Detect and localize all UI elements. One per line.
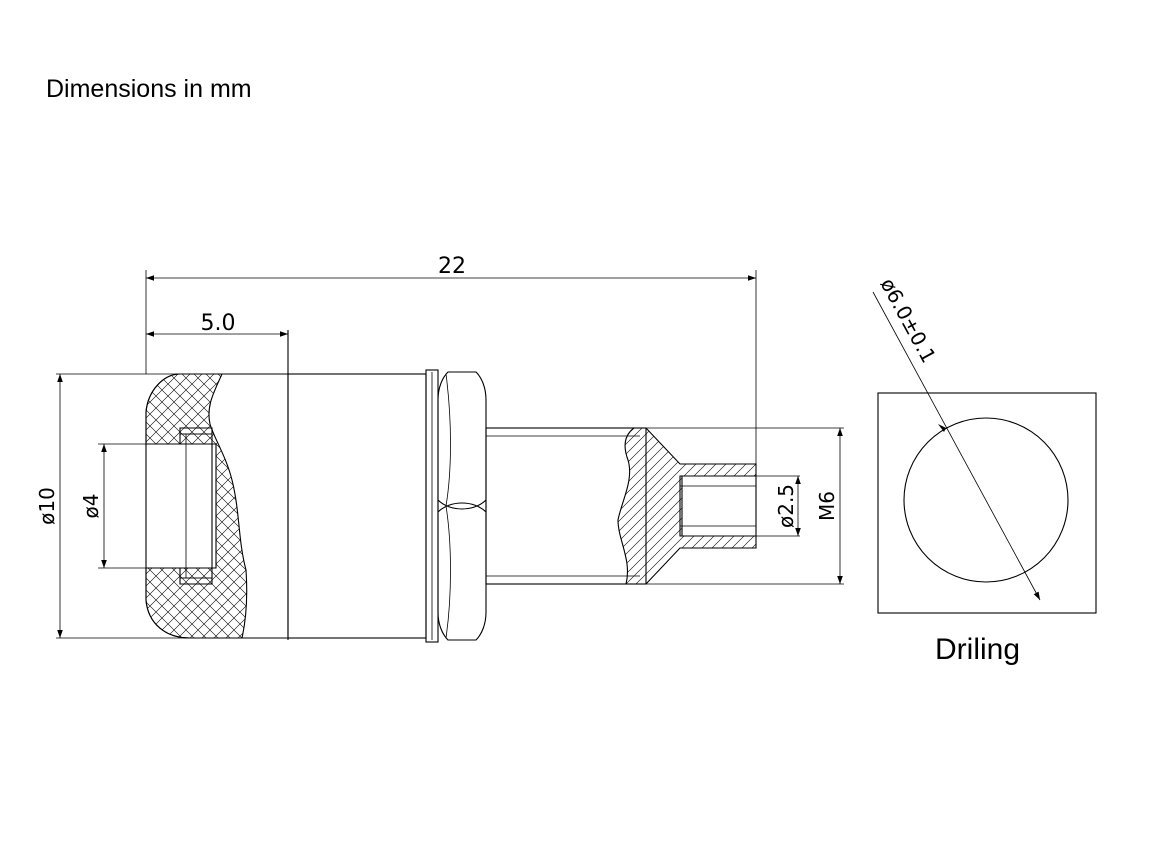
drilling-leader (872, 291, 1041, 601)
dim-outer-diameter: ø10 (35, 487, 59, 525)
dim-thread: M6 (815, 491, 839, 521)
bore-hatch-bottom (179, 577, 213, 585)
drilling-view: ø6.0±0.1 Driling (872, 274, 1097, 666)
bore-hatch-top (179, 427, 213, 435)
cap-section-hatch (145, 373, 248, 639)
dim-overall-length: 22 (438, 254, 466, 279)
cap-bore (146, 427, 213, 585)
dim-pin-diameter: ø2.5 (774, 484, 798, 528)
hex-nut-edge (445, 373, 451, 639)
side-view: 22 5.0 ø10 ø4 ø2.5 M6 (35, 254, 844, 643)
dim-drilling-diameter: ø6.0±0.1 (876, 274, 941, 367)
leader-arrow-inner (938, 424, 946, 432)
drilling-label: Driling (935, 633, 1020, 666)
shank-section-hatch (617, 427, 757, 585)
drilling-frame (877, 392, 1097, 614)
dim-inner-diameter: ø4 (79, 494, 103, 519)
cap-outline (145, 373, 288, 639)
drilling-hole (903, 417, 1069, 583)
pin (679, 475, 757, 537)
dim-cap-length: 5.0 (201, 311, 236, 336)
hex-nut (437, 371, 487, 641)
hex-nut-flats (437, 499, 487, 513)
page-title: Dimensions in mm (46, 75, 252, 103)
body-outline (287, 373, 427, 639)
